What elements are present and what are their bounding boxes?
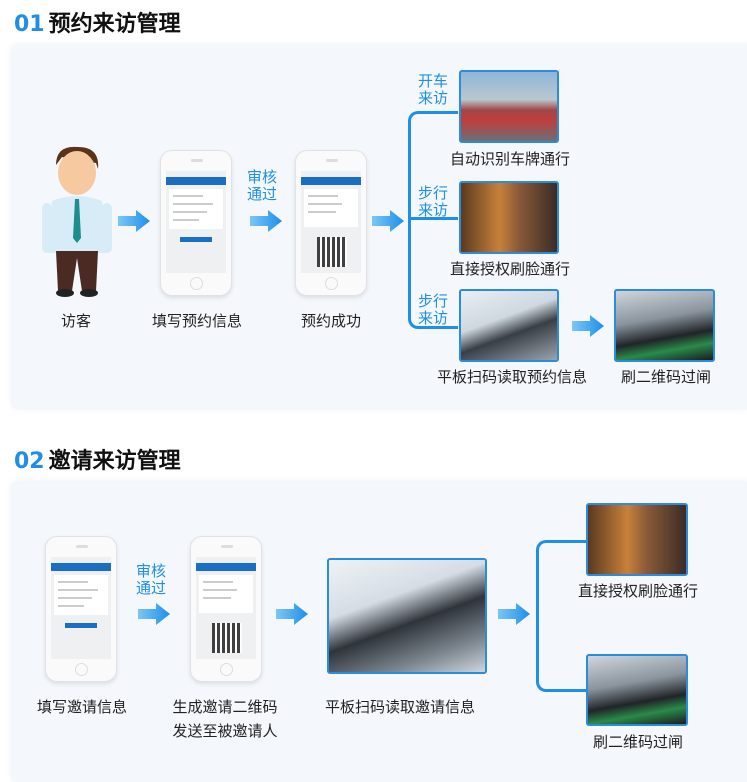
fill-info-label: 填写预约信息	[151, 312, 243, 330]
face-access-caption: 直接授权刷脸通行	[449, 260, 571, 278]
arrow-right-icon	[138, 603, 170, 625]
face-recognition-photo	[459, 181, 559, 254]
arrow-right-icon	[572, 315, 604, 337]
success-label: 预约成功	[300, 312, 362, 330]
visitor-person-icon	[42, 146, 112, 297]
arrow-right-icon	[498, 603, 530, 625]
tablet-scan-photo	[459, 289, 559, 362]
phone-invite-qr-screen	[190, 536, 262, 682]
review-passed-label: 审核通过	[246, 168, 277, 203]
section-title-text: 预约来访管理	[48, 12, 181, 37]
face-recognition-photo	[586, 503, 688, 576]
branch-bracket	[536, 540, 548, 692]
qr-gate-caption: 刷二维码过闸	[620, 368, 712, 386]
arrow-right-icon	[276, 603, 308, 625]
plate-recognition-caption: 自动识别车牌通行	[449, 150, 571, 168]
branch-line	[418, 111, 458, 114]
arrow-right-icon	[118, 210, 150, 232]
phone-invite-form-screen	[45, 536, 117, 682]
arrow-right-icon	[372, 210, 404, 232]
arrow-right-icon	[250, 210, 282, 232]
review-passed-label: 审核通过	[135, 562, 166, 597]
tablet-scan-caption: 平板扫码读取预约信息	[436, 368, 588, 386]
section-title-text: 邀请来访管理	[48, 449, 181, 474]
license-plate-photo	[459, 70, 559, 143]
tablet-scan-invite-photo	[327, 558, 487, 674]
qr-gate-caption: 刷二维码过闸	[592, 733, 684, 751]
section-number: 02	[14, 449, 45, 474]
walk-visit-tag: 步行来访	[417, 184, 448, 219]
section-number: 01	[14, 12, 45, 37]
qr-gate-photo	[614, 289, 715, 362]
branch-line	[418, 326, 458, 329]
walk-visit-tag: 步行来访	[417, 292, 448, 327]
qr-gate-photo	[586, 654, 688, 726]
fill-invite-label: 填写邀请信息	[36, 698, 128, 716]
branch-line	[546, 689, 586, 692]
phone-form-screen	[160, 150, 232, 296]
face-access-caption: 直接授权刷脸通行	[577, 582, 699, 600]
send-invitee-label: 发送至被邀请人	[172, 722, 278, 740]
phone-success-screen	[295, 150, 367, 296]
branch-line	[546, 540, 586, 543]
tablet-scan-invite-caption: 平板扫码读取邀请信息	[324, 698, 476, 716]
generate-qr-label: 生成邀请二维码	[172, 698, 278, 716]
drive-visit-tag: 开车来访	[417, 72, 448, 107]
visitor-label: 访客	[60, 312, 92, 330]
branch-bracket	[408, 111, 420, 329]
branch-line	[408, 217, 458, 220]
